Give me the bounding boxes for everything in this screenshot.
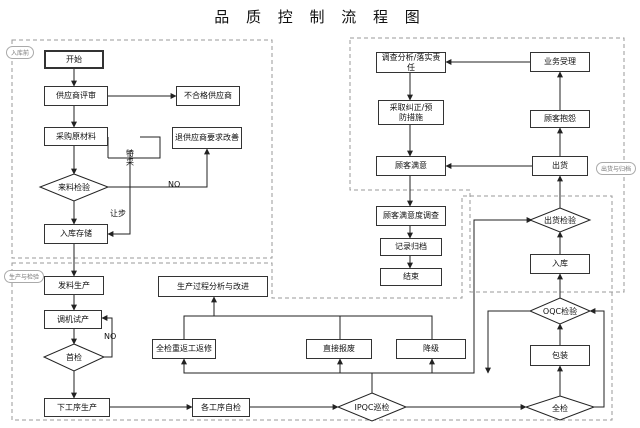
edge-inspect-no-return [108,148,210,188]
node-material-issue: 发料生产 [44,276,104,295]
node-end: 结束 [380,268,442,286]
node-return-supplier: 退供应商要求改善 [172,127,242,149]
edge-ipqc-demote [372,358,435,374]
node-trial-run: 调机试产 [44,310,102,329]
section-tag-shipping: 出货与归档 [596,162,637,175]
node-ipqc: IPQC巡检 [354,402,390,412]
node-start: 开始 [44,50,104,69]
node-process-self-check: 各工序自检 [192,398,250,417]
node-oqc: OQC检验 [542,306,578,316]
section-tag-production: 生产与检验 [4,270,45,283]
node-shipment: 出货 [532,156,588,176]
shipment-inspection-diamond [528,207,592,233]
node-shipment-inspection: 出货检验 [544,215,576,225]
node-fg-storage: 入库 [530,254,590,274]
node-corrective: 采取纠正/预防措施 [378,100,444,125]
node-customer-complaint: 顾客抱怨 [530,110,590,128]
edge-full-rework-loop [372,217,533,374]
section-incoming-frame [11,39,273,259]
edge-oqc-fail [485,310,530,374]
node-purchase-material: 采购原材料 [44,127,108,146]
edge-first-no-trial [101,315,113,358]
label-concession: 让步 [110,209,126,218]
node-process-analysis: 生产过程分析与改进 [158,276,268,297]
section-shipping-frame [349,37,625,293]
edge-return-purchase [108,136,161,159]
edge-special-adopt [107,150,131,237]
node-warehouse-in: 入库存储 [44,224,108,244]
node-incoming-inspection: 来料检验 [58,183,90,192]
edge-ipqc-rework [181,358,373,393]
node-downgrade: 直接报废 [306,339,372,359]
section-tag-incoming: 入库前 [6,46,35,59]
node-supplier-review: 供应商评审 [44,86,108,106]
node-next-process: 下工序生产 [44,398,110,417]
node-unqualified-supplier: 不合格供应商 [176,86,240,106]
full-inspection-diamond [524,395,596,421]
edge-full-side [589,308,605,408]
page-title: 品 质 控 制 流 程 图 [214,8,426,26]
oqc-diamond [528,297,592,325]
node-satisfaction: 顾客满意 [376,156,446,176]
node-packing: 包装 [530,345,590,366]
ipqc-diamond [336,392,408,422]
label-no-first: NO [104,332,117,341]
node-investigation: 调查分析/落实责任 [376,52,446,73]
node-full-inspection: 全检 [552,403,568,413]
edge-analysis-links [183,297,433,339]
node-rework: 全检重返工返修 [152,339,216,359]
node-order-accept: 业务受理 [530,52,590,72]
incoming-inspection-diamond [38,173,110,202]
first-inspection-diamond [42,343,106,372]
node-demote: 降级 [396,339,466,359]
node-record-archive: 记录归档 [380,238,442,256]
label-no-incoming: NO [168,180,181,189]
node-satisfaction-survey: 顾客满意度调查 [376,206,446,226]
label-special-adopt: 特采 [126,149,134,167]
node-first-inspection: 首检 [66,353,82,362]
section-production-frame [11,195,613,421]
